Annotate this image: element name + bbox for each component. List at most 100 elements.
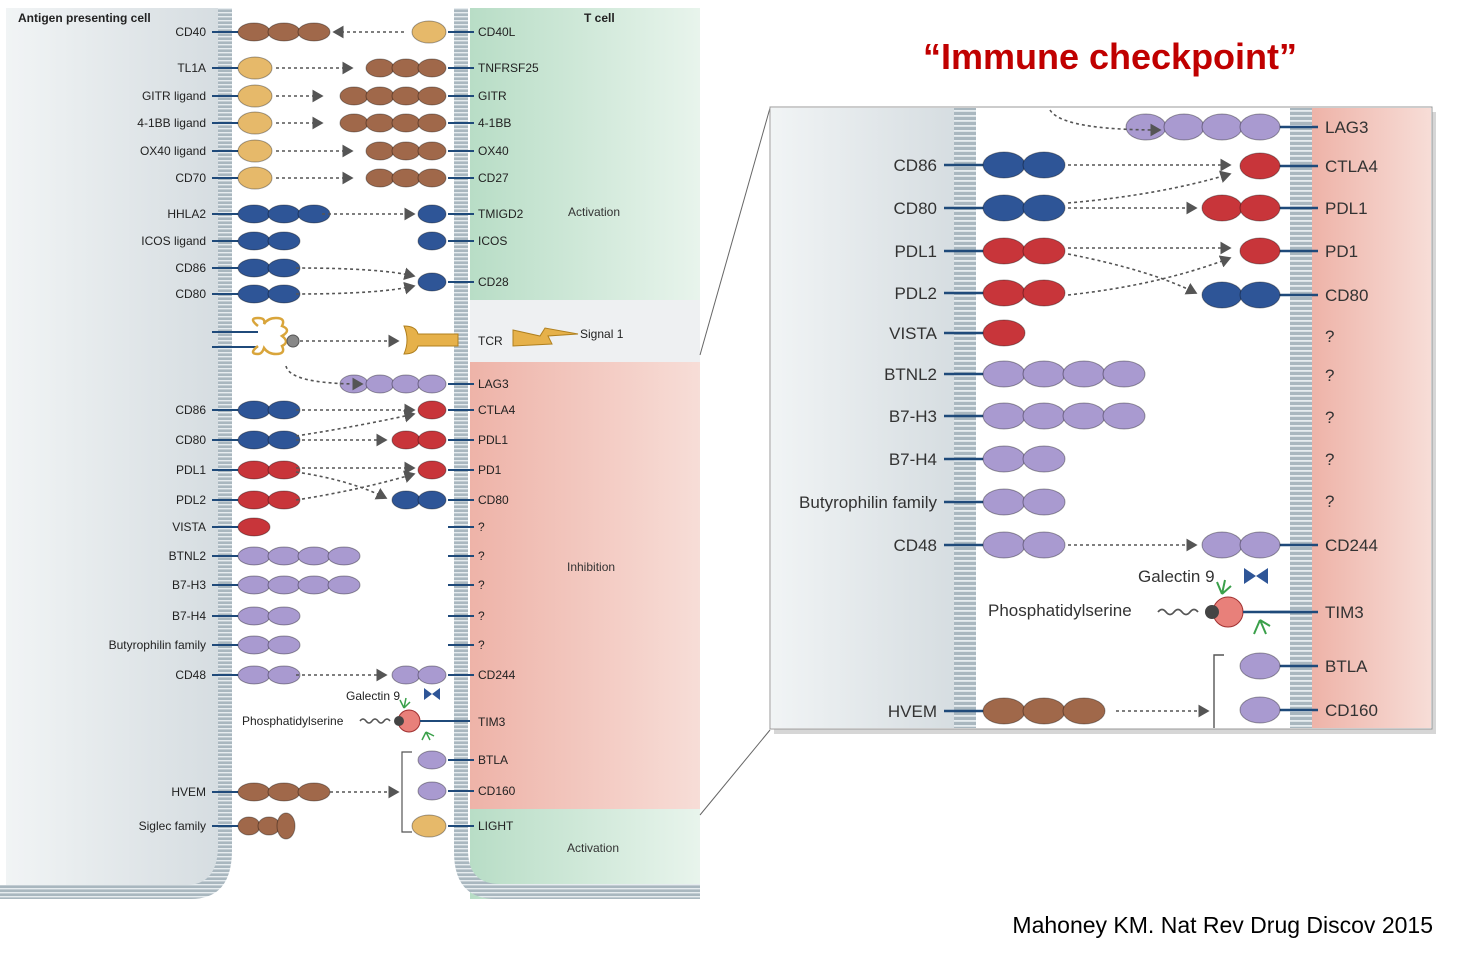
receptor-domain: [391, 58, 421, 78]
ligand-domain: [237, 635, 271, 655]
receptor-label: CD80: [1325, 286, 1368, 305]
signal1-region: [470, 300, 700, 362]
receptor-domain: [1163, 113, 1205, 141]
figure-title: “Immune checkpoint”: [922, 36, 1298, 77]
ligand-label: HHLA2: [167, 207, 206, 221]
right-row-cd244: CD244: [391, 665, 516, 685]
receptor-domain: [417, 781, 447, 801]
siglec-domain: [276, 812, 296, 840]
ps-squiggle-zoom: [1157, 608, 1199, 616]
ligand-domain: [267, 490, 301, 510]
left-row-cd70: CD70: [175, 166, 273, 190]
ligand-domain: [982, 488, 1026, 516]
receptor-label: 4-1BB: [478, 116, 511, 130]
ligand-domain: [237, 606, 271, 626]
ligand-domain: [1062, 360, 1106, 388]
ligand-domain: [267, 575, 301, 595]
ligand-label: ICOS ligand: [141, 234, 206, 248]
zoom-arrow-pdl1-cd80: [1067, 253, 1198, 295]
receptor-label: CTLA4: [478, 403, 516, 417]
right-row-?: ?: [448, 638, 485, 652]
ligand-domain: [1022, 279, 1066, 307]
ligand-label: CD86: [894, 156, 937, 175]
zoom-inhibition-region: [1312, 108, 1431, 728]
tim3-label-left: TIM3: [478, 715, 506, 729]
receptor-domain: [1201, 281, 1243, 309]
receptor-domain: [391, 168, 421, 188]
ligand-domain: [982, 445, 1026, 473]
ligand-domain: [267, 204, 301, 224]
zone-label-activation-bottom: Activation: [567, 841, 619, 855]
ligand-domain: [237, 460, 271, 480]
receptor-domain: [391, 86, 421, 106]
right-row-light: LIGHT: [411, 814, 514, 838]
ligand-domain: [1022, 402, 1066, 430]
receptor-domain: [417, 272, 447, 292]
zoom-left-row-butyrophilin-family: Butyrophilin family: [799, 488, 1066, 516]
right-row-cd28: CD28: [417, 272, 509, 292]
zone-label-inhibition: Inhibition: [567, 560, 615, 574]
ligand-domain: [297, 22, 331, 42]
receptor-domain: [391, 113, 421, 133]
ligand-domain: [1022, 237, 1066, 265]
ligand-label: HVEM: [888, 702, 937, 721]
zoom-right-row-8-?: ?: [1325, 450, 1334, 469]
receptor-label: LAG3: [1325, 118, 1368, 137]
ligand-label: CD70: [175, 171, 206, 185]
zoom-left-row-pdl2: PDL2: [894, 279, 1066, 307]
receptor-domain: [417, 58, 447, 78]
ligand-domain: [327, 575, 361, 595]
apc-cell-region: [6, 8, 218, 888]
zoom-left-row-b7-h3: B7-H3: [889, 402, 1146, 430]
arrow-mhc-lag3: [285, 365, 364, 391]
receptor-domain: [417, 168, 447, 188]
arrow-pdl2-pd1: [295, 470, 416, 501]
receptor-label: OX40: [478, 144, 509, 158]
ligand-domain: [237, 400, 271, 420]
zoom-right-row-7-?: ?: [1325, 408, 1334, 427]
zoom-left-row-btnl2: BTNL2: [884, 360, 1146, 388]
zoom-arrow-cd80-ctla4: [1067, 170, 1232, 204]
receptor-domain: [391, 665, 421, 685]
left-row-cd80: CD80: [175, 284, 301, 304]
receptor-domain: [1239, 113, 1281, 141]
left-row-siglec-family: Siglec family: [139, 812, 296, 840]
ligand-domain: [1022, 194, 1066, 222]
receptor-label: ICOS: [478, 234, 507, 248]
ligand-domain: [1022, 488, 1066, 516]
receptor-domain: [365, 374, 395, 394]
right-row-?: ?: [448, 609, 485, 623]
receptor-domain: [1239, 237, 1281, 265]
receptor-domain: [411, 814, 447, 838]
ligand-domain: [237, 22, 271, 42]
ligand-label: B7-H3: [172, 578, 206, 592]
left-row-tl1a: TL1A: [177, 56, 273, 80]
right-row-ctla4: CTLA4: [417, 400, 516, 420]
receptor-label: PDL1: [1325, 199, 1368, 218]
ligand-domain: [237, 665, 271, 685]
zoom-left-row-cd86: CD86: [894, 151, 1066, 179]
ligand-domain: [982, 279, 1026, 307]
right-row-cd40l: CD40L: [411, 20, 516, 44]
ligand-label: HVEM: [171, 785, 206, 799]
ligand-domain: [237, 258, 271, 278]
receptor-domain: [417, 460, 447, 480]
receptor-label: ?: [1325, 366, 1334, 385]
ligand-domain: [267, 258, 301, 278]
ligand-label: B7-H4: [889, 450, 937, 469]
ligand-label: Butyrophilin family: [799, 493, 937, 512]
receptor-domain: [365, 113, 395, 133]
ligand-domain: [1022, 151, 1066, 179]
receptor-domain: [1239, 152, 1281, 180]
receptor-label: ?: [478, 609, 485, 623]
right-row-tnfrsf25: TNFRSF25: [365, 58, 539, 78]
ligand-label: OX40 ligand: [140, 144, 206, 158]
ligand-label: B7-H4: [172, 609, 206, 623]
ligand-domain: [982, 360, 1026, 388]
ligand-domain: [982, 151, 1026, 179]
right-row-lag3: LAG3: [339, 374, 509, 394]
tcell-inhibition-region: [470, 362, 700, 809]
ligand-domain: [237, 139, 273, 163]
receptor-label: LAG3: [478, 377, 509, 391]
ligand-domain: [982, 194, 1026, 222]
